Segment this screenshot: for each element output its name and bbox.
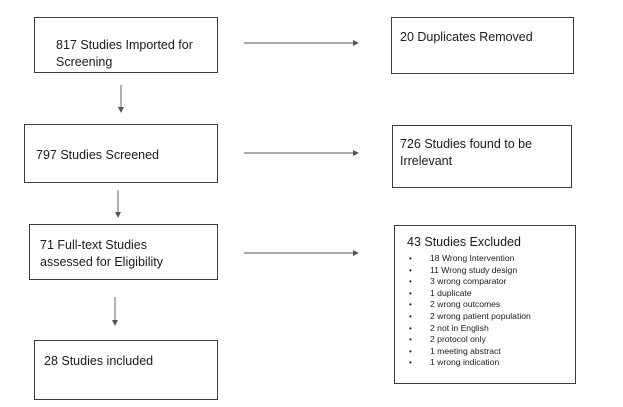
exclusion-reason: 2 not in English (405, 323, 531, 335)
exclusion-reason: 2 wrong outcomes (405, 299, 531, 311)
included-box: 28 Studies included (34, 340, 218, 400)
exclusion-reason: 2 protocol only (405, 334, 531, 346)
duplicates-label: 20 Duplicates Removed (400, 30, 533, 44)
exclusion-reason: 1 duplicate (405, 288, 531, 300)
imported-label: 817 Studies Imported for Screening (56, 38, 193, 69)
irrelevant-label: 726 Studies found to be Irrelevant (400, 137, 533, 168)
exclusion-reason: 11 Wrong study design (405, 265, 531, 277)
fulltext-label: 71 Full-text Studies assessed for Eligib… (40, 238, 163, 269)
exclusion-reasons-list: 18 Wrong Intervention 11 Wrong study des… (405, 253, 531, 369)
exclusion-reason: 3 wrong comparator (405, 276, 531, 288)
screened-label: 797 Studies Screened (36, 148, 160, 162)
irrelevant-box: 726 Studies found to be Irrelevant (392, 125, 572, 188)
excluded-box: 43 Studies Excluded 18 Wrong Interventio… (394, 225, 576, 384)
included-label: 28 Studies included (44, 354, 154, 368)
exclusion-reason: 2 wrong patient population (405, 311, 531, 323)
excluded-title: 43 Studies Excluded (407, 235, 521, 249)
screened-box: 797 Studies Screened (24, 124, 218, 183)
exclusion-reason: 18 Wrong Intervention (405, 253, 531, 265)
imported-box: 817 Studies Imported for Screening (34, 17, 218, 73)
duplicates-box: 20 Duplicates Removed (391, 17, 574, 74)
exclusion-reason: 1 meeting abstract (405, 346, 531, 358)
fulltext-box: 71 Full-text Studies assessed for Eligib… (29, 224, 218, 280)
exclusion-reason: 1 wrong indication (405, 357, 531, 369)
